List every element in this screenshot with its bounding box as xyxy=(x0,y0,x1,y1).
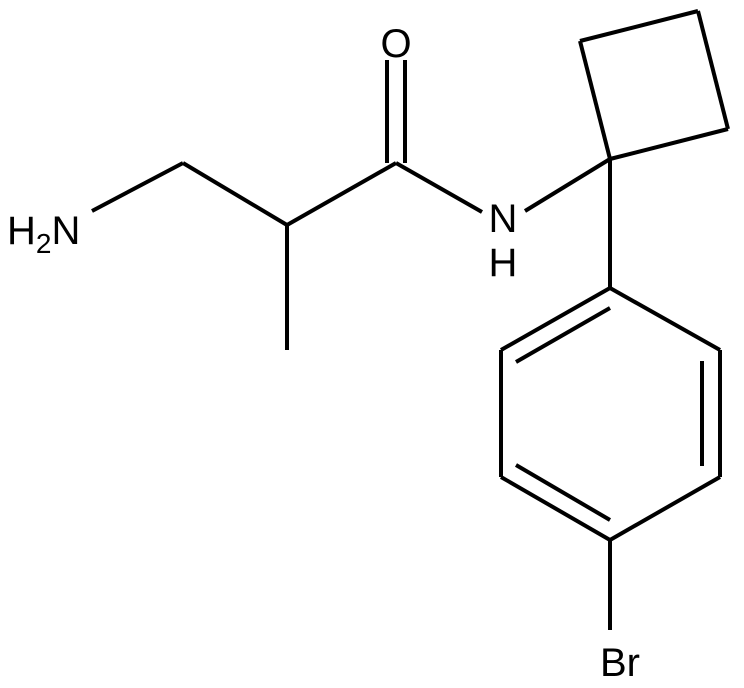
bond-benzene-inner-3 xyxy=(514,463,612,522)
bond-cyclobutane-1 xyxy=(578,40,612,160)
amide-n-label: N xyxy=(489,197,518,241)
amine-subscript: 2 xyxy=(36,228,52,259)
bond-cyclobutane-3 xyxy=(696,10,730,130)
bond-cyclobutane-4 xyxy=(609,127,729,161)
bond-cyclobutane-2 xyxy=(579,9,699,43)
bond-nh-quaternary xyxy=(523,157,612,213)
oxygen-label: O xyxy=(380,22,411,66)
bond-benzene-inner-1 xyxy=(515,306,611,364)
amine-h-symbol: H xyxy=(7,209,36,253)
bond-benzene-4 xyxy=(499,475,612,542)
amine-label: H2N xyxy=(7,209,80,259)
bond-benzene-3 xyxy=(609,475,721,542)
bond-carbonyl-nh xyxy=(395,161,483,214)
bromine-label: Br xyxy=(600,641,640,685)
bond-benzene-6 xyxy=(500,286,611,352)
bond-ch-carbonyl xyxy=(286,161,397,227)
bond-benzene-1 xyxy=(609,286,721,352)
amide-h-label: H xyxy=(489,241,518,285)
bond-ch2-ch xyxy=(181,161,289,227)
amine-n-symbol: N xyxy=(51,209,80,253)
bond-nh2-ch2 xyxy=(91,161,184,213)
